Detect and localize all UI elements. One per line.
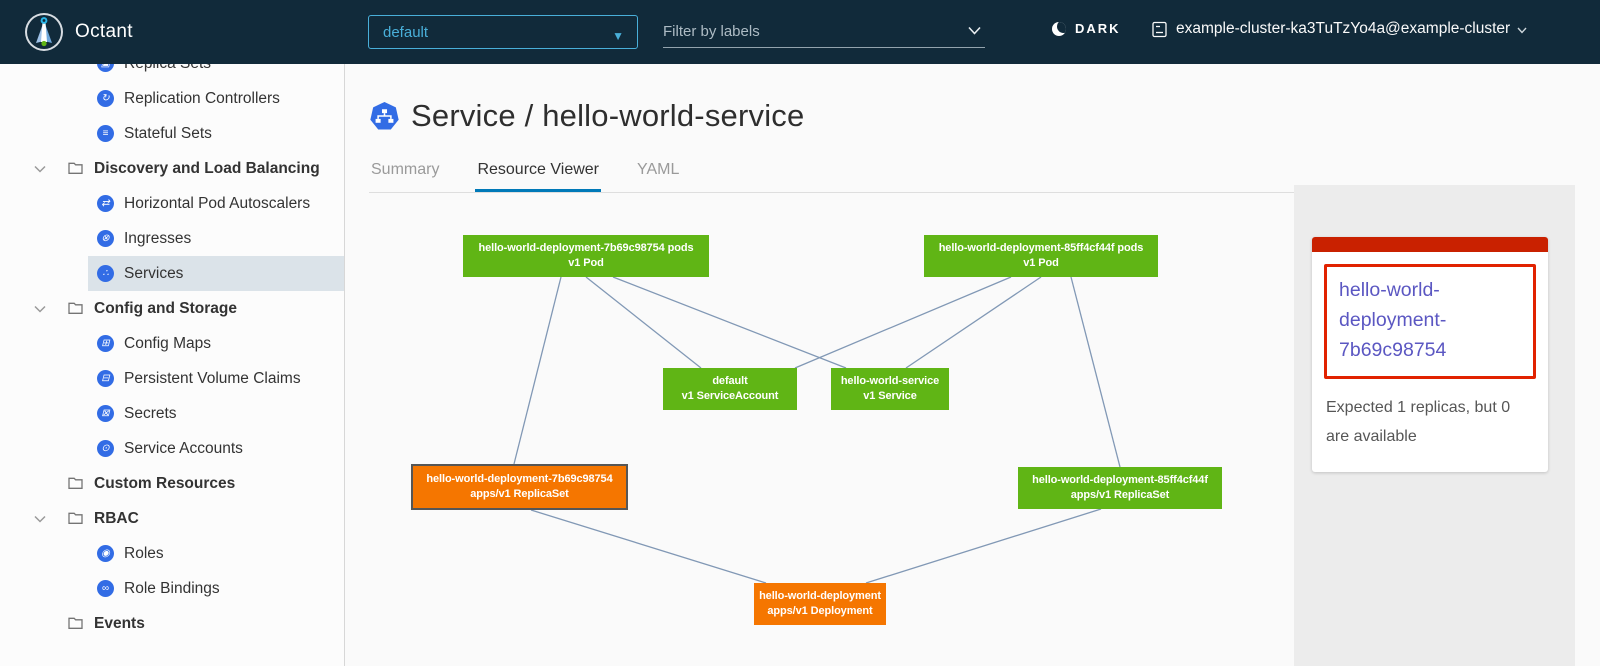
sidebar-section-rbac[interactable]: RBAC (0, 501, 344, 536)
selected-resource-box: hello-world-deployment-7b69c98754 (1324, 264, 1536, 379)
persistent-volume-claims-icon: ⊟ (97, 370, 114, 387)
tab-bar: Summary Resource Viewer YAML (369, 161, 1575, 193)
chevron-down-icon[interactable] (34, 515, 46, 523)
roles-icon: ◉ (97, 545, 114, 562)
sidebar-item-roles[interactable]: ◉ Roles (88, 536, 344, 571)
moon-icon (1052, 21, 1066, 36)
graph-edge (612, 276, 847, 369)
graph-edge (865, 508, 1102, 584)
graph-node-pods-85ff4cf44f[interactable]: hello-world-deployment-85ff4cf44f pods v… (924, 235, 1158, 277)
folder-icon (68, 302, 83, 314)
tab-summary[interactable]: Summary (371, 161, 440, 178)
replication-controllers-icon: ↻ (97, 90, 114, 107)
filter-chevron-down-icon[interactable] (968, 26, 981, 35)
graph-edge (513, 276, 562, 465)
dark-mode-label: DARK (1075, 21, 1121, 36)
graph-node-hello-world-service[interactable]: hello-world-service v1 Service (831, 368, 949, 410)
context-chevron-down-icon (1517, 27, 1527, 34)
tab-resource-viewer[interactable]: Resource Viewer (475, 161, 601, 192)
tab-yaml[interactable]: YAML (637, 161, 680, 178)
sidebar-section-events[interactable]: Events (0, 606, 344, 641)
page-title: Service / hello-world-service (411, 98, 805, 133)
cluster-context-switcher[interactable]: example-cluster-ka3TuTzYo4a@example-clus… (1152, 20, 1527, 38)
app-title: Octant (75, 21, 133, 42)
graph-edge (1070, 276, 1121, 468)
dark-mode-toggle[interactable]: DARK (1052, 21, 1121, 36)
folder-icon (68, 512, 83, 524)
app-header: Octant default ▼ DARK example-cluster-ka… (0, 0, 1600, 64)
detail-panel: hello-world-deployment-7b69c98754 Expect… (1294, 185, 1575, 666)
graph-node-deployment[interactable]: hello-world-deployment apps/v1 Deploymen… (754, 583, 886, 625)
sidebar-section-custom-resources[interactable]: Custom Resources (0, 466, 344, 501)
octant-logo-icon (25, 13, 63, 51)
graph-edge (585, 276, 702, 369)
sidebar-item-secrets[interactable]: ⊠ Secrets (88, 396, 344, 431)
sidebar-item-services[interactable]: ∴ Services (88, 256, 344, 291)
sidebar-item-ingresses[interactable]: ⊗ Ingresses (88, 221, 344, 256)
graph-edges (513, 276, 1121, 584)
cluster-icon (1152, 21, 1167, 38)
label-filter-input[interactable] (663, 16, 985, 47)
sidebar-item-service-accounts[interactable]: ⊙ Service Accounts (88, 431, 344, 466)
folder-icon (68, 477, 83, 489)
sidebar-item-role-bindings[interactable]: ∞ Role Bindings (88, 571, 344, 606)
graph-edge (905, 276, 1042, 369)
cluster-context-label: example-cluster-ka3TuTzYo4a@example-clus… (1176, 20, 1511, 37)
graph-node-pods-7b69c98754[interactable]: hello-world-deployment-7b69c98754 pods v… (463, 235, 709, 277)
graph-edge (794, 276, 1012, 369)
selected-resource-link[interactable]: hello-world-deployment-7b69c98754 (1339, 279, 1447, 362)
namespace-caret-icon: ▼ (612, 29, 624, 43)
chevron-down-icon[interactable] (34, 305, 46, 313)
sidebar-item-config-maps[interactable]: ⊞ Config Maps (88, 326, 344, 361)
sidebar-section-discovery-load-balancing[interactable]: Discovery and Load Balancing (0, 151, 344, 186)
selected-resource-card: hello-world-deployment-7b69c98754 Expect… (1312, 237, 1548, 472)
replica-sets-icon: ▣ (97, 64, 114, 72)
config-maps-icon: ⊞ (97, 335, 114, 352)
service-resource-icon (370, 101, 399, 129)
namespace-select[interactable]: default ▼ (368, 15, 638, 49)
graph-edge (530, 509, 767, 584)
services-icon: ∴ (97, 265, 114, 282)
sidebar-item-replica-sets[interactable]: ▣ Replica Sets (88, 64, 344, 81)
ingresses-icon: ⊗ (97, 230, 114, 247)
secrets-icon: ⊠ (97, 405, 114, 422)
graph-node-replicaset-85ff4cf44f[interactable]: hello-world-deployment-85ff4cf44f apps/v… (1018, 467, 1222, 509)
horizontal-pod-autoscalers-icon: ⇄ (97, 195, 114, 212)
sidebar-item-replication-controllers[interactable]: ↻ Replication Controllers (88, 81, 344, 116)
resource-viewer-graph: hello-world-deployment-7b69c98754 pods v… (346, 185, 1294, 666)
chevron-down-icon[interactable] (34, 165, 46, 173)
graph-node-replicaset-7b69c98754[interactable]: hello-world-deployment-7b69c98754 apps/v… (411, 464, 628, 510)
role-bindings-icon: ∞ (97, 580, 114, 597)
sidebar-item-stateful-sets[interactable]: ≡ Stateful Sets (88, 116, 344, 151)
main-content: Service / hello-world-service Summary Re… (346, 64, 1600, 666)
label-filter (663, 16, 985, 48)
folder-icon (68, 162, 83, 174)
navigation-sidebar: ▣ Replica Sets ↻ Replication Controllers… (0, 64, 345, 666)
service-accounts-icon: ⊙ (97, 440, 114, 457)
folder-icon (68, 617, 83, 629)
status-bar-red (1312, 237, 1548, 252)
graph-node-default-serviceaccount[interactable]: default v1 ServiceAccount (663, 368, 797, 410)
sidebar-item-persistent-volume-claims[interactable]: ⊟ Persistent Volume Claims (88, 361, 344, 396)
sidebar-section-config-and-storage[interactable]: Config and Storage (0, 291, 344, 326)
sidebar-item-horizontal-pod-autoscalers[interactable]: ⇄ Horizontal Pod Autoscalers (88, 186, 344, 221)
replica-warning-message: Expected 1 replicas, but 0 are available (1326, 398, 1511, 446)
namespace-select-value: default (383, 23, 429, 41)
stateful-sets-icon: ≡ (97, 125, 114, 142)
